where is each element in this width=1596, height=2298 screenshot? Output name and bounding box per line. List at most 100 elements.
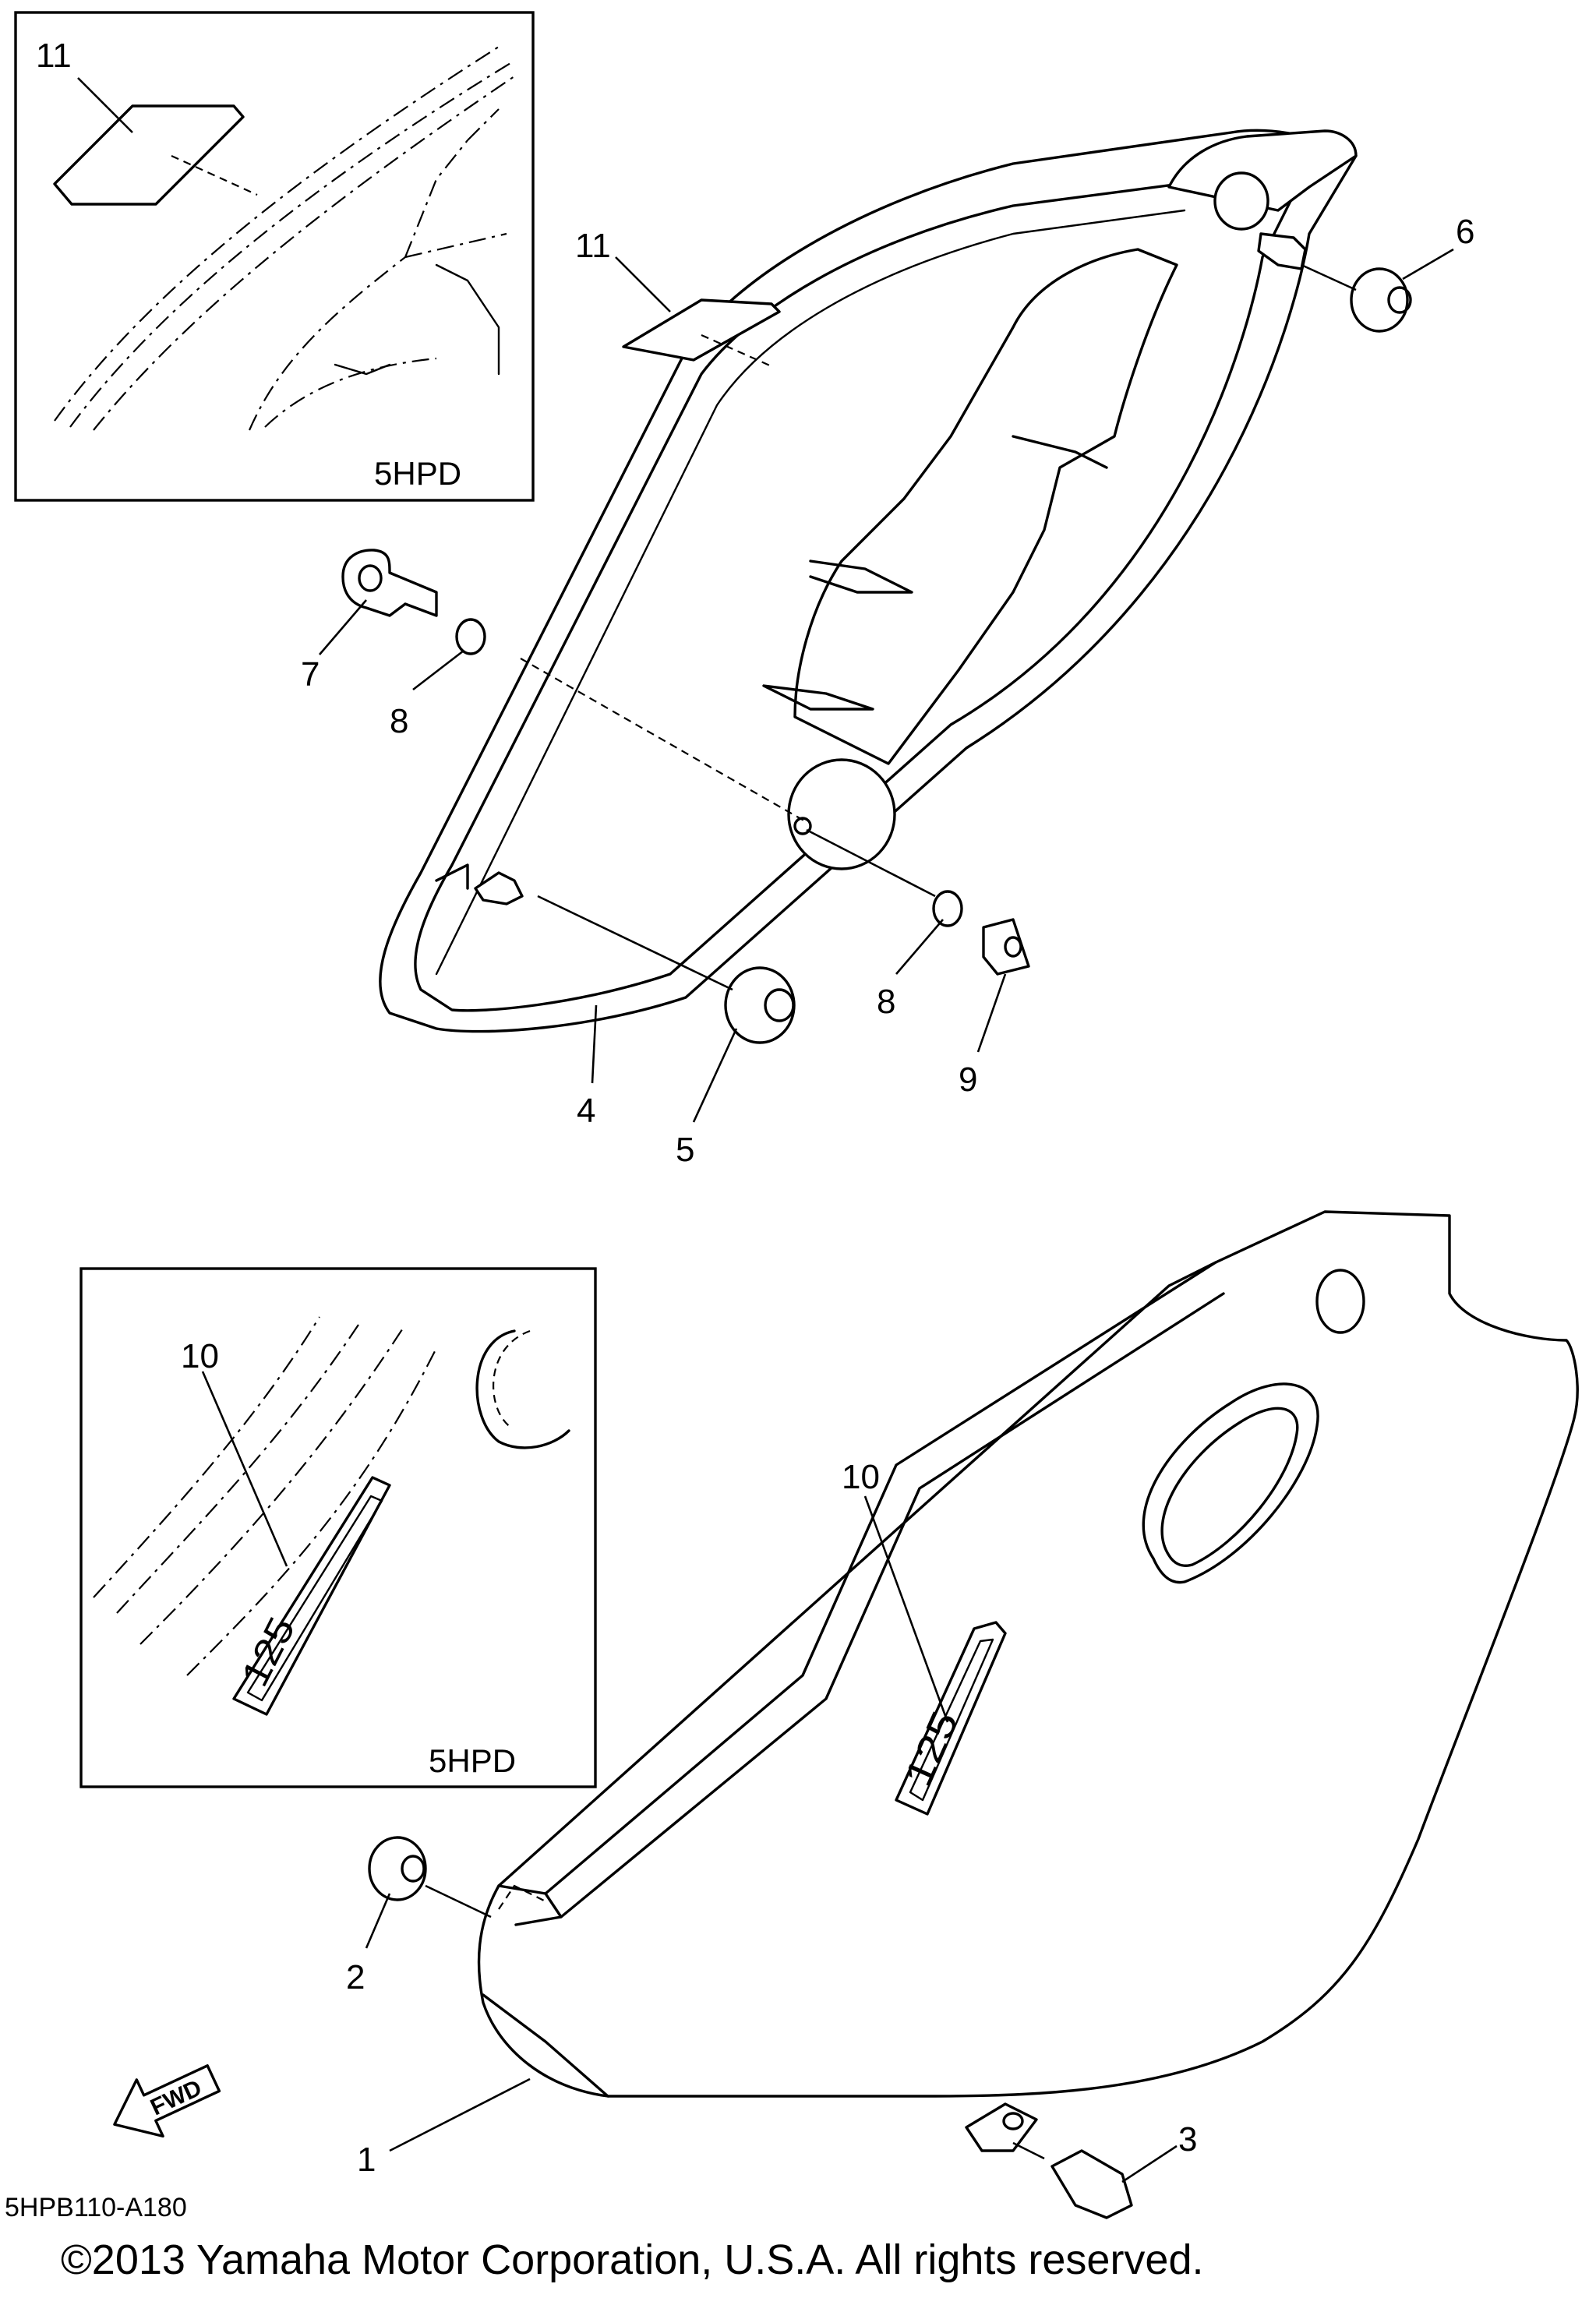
inner-cover-fin-1 <box>809 559 913 594</box>
leader-5 <box>692 1028 738 1123</box>
inner-cover-rim <box>379 129 1358 1033</box>
decal-10-inner <box>909 1638 994 1802</box>
inset-top-line-3 <box>93 76 515 431</box>
fwd-arrow-shape <box>113 2064 221 2138</box>
side-cover-window-outer <box>1142 1382 1319 1584</box>
decal-10-outline <box>895 1621 1007 1816</box>
side-cover-bevel-cap <box>544 1892 563 1919</box>
inner-cover-fin-3 <box>1012 435 1108 469</box>
callout-10: 10 <box>842 1458 880 1496</box>
washer-8-bottom <box>932 890 963 927</box>
inset-top-line-4 <box>248 256 406 431</box>
part-1-side-cover: 125 <box>477 1210 1579 2152</box>
callout-1: 1 <box>357 2141 376 2179</box>
inner-cover-damper-hole <box>793 817 812 835</box>
assembly-line-screw <box>520 658 807 823</box>
callout-8b: 8 <box>877 983 895 1021</box>
inner-cover-rib <box>435 209 1186 976</box>
leader-8a <box>412 649 464 691</box>
fwd-arrow: FWD <box>113 2064 221 2138</box>
inset-top: 11 5HPD <box>14 11 535 502</box>
leader-1 <box>389 2077 531 2152</box>
inset-top-callout-leader <box>77 77 133 133</box>
inset-decal-10-outline <box>232 1476 391 1716</box>
assembly-line-washer <box>806 828 936 898</box>
callouts-top: 6 7 8 8 9 4 5 11 <box>301 213 1474 1169</box>
side-cover-flange <box>482 1993 609 2098</box>
inset-top-edge <box>435 263 500 376</box>
inset-top-fin <box>334 363 391 376</box>
inset-top-line-6 <box>404 139 468 258</box>
loose-parts-bottom: FWD <box>113 1836 1133 2219</box>
callout-6: 6 <box>1456 213 1474 251</box>
leader-10 <box>863 1495 949 1723</box>
leader-4 <box>591 1004 598 1084</box>
inset-bottom-hook <box>475 1329 570 1449</box>
bolt-3 <box>1050 2149 1133 2219</box>
leader-2 <box>365 1893 391 1949</box>
grommet-2 <box>368 1836 427 1901</box>
screw-7 <box>341 549 438 617</box>
leader-9 <box>976 973 1007 1053</box>
grommet-6-hole <box>1387 286 1412 314</box>
leader-7 <box>319 599 367 655</box>
callout-9: 9 <box>959 1061 977 1099</box>
inset-bottom-callout: 10 <box>181 1337 219 1375</box>
grommet-6-link <box>1301 263 1357 291</box>
diagram-code: 5HPB110-A180 <box>5 2193 187 2222</box>
grommet-2-link <box>425 1884 492 1919</box>
inset-top-line-5 <box>404 232 507 259</box>
inset-bottom-frame <box>79 1267 597 1788</box>
callout-8a: 8 <box>390 702 408 740</box>
inner-cover-damper <box>787 758 896 870</box>
inset-decal-11 <box>53 104 245 206</box>
callout-11: 11 <box>575 227 611 265</box>
grommet-5-hole <box>764 988 795 1022</box>
inset-top-frame <box>14 11 535 502</box>
inner-cover-top-peg <box>1257 232 1307 270</box>
inset-decal-10-inner <box>246 1495 383 1702</box>
inner-cover-bottom-peg <box>474 871 524 905</box>
inset-top-decal-dash <box>171 154 258 196</box>
callout-7: 7 <box>301 655 320 694</box>
inset-top-line-1 <box>54 46 500 422</box>
side-cover-window-inner <box>1160 1407 1299 1567</box>
side-cover-body <box>477 1210 1579 2098</box>
inset-bottom-line-4 <box>186 1347 437 1676</box>
inset-top-label: 5HPD <box>374 455 461 492</box>
grommet-6 <box>1350 267 1409 333</box>
grommet-2-hole <box>401 1855 425 1883</box>
clip-nut-9-hole <box>1004 936 1022 958</box>
callout-2: 2 <box>346 1958 365 1996</box>
inner-cover-bottom-bracket <box>435 863 469 890</box>
inset-top-callout: 11 <box>36 37 72 75</box>
callout-5: 5 <box>676 1131 694 1169</box>
inset-bottom-callout-leader <box>201 1371 288 1567</box>
side-cover-bottom-tab-hole <box>1002 2112 1024 2130</box>
leader-3 <box>1121 2144 1178 2183</box>
inset-bottom-line-2 <box>116 1324 359 1614</box>
washer-8-top <box>455 618 486 655</box>
inner-cover-boss <box>793 248 1178 765</box>
callout-3: 3 <box>1178 2120 1197 2159</box>
side-cover-bevel-2 <box>514 1292 1225 1926</box>
assembly-line-grommet-5 <box>537 895 733 991</box>
side-cover-bevel-1 <box>497 1261 1217 1895</box>
inset-bottom-label: 5HPD <box>429 1742 516 1779</box>
bolt-3-link <box>1012 2141 1045 2160</box>
inset-top-line-7 <box>467 108 500 141</box>
part-4-inner-cover <box>379 129 1358 1033</box>
inset-bottom-line-3 <box>139 1324 406 1645</box>
side-cover-bottom-tab <box>965 2102 1038 2152</box>
loose-parts-top <box>341 263 1412 1044</box>
inset-bottom-hook-dash <box>493 1329 531 1428</box>
decal-11 <box>622 298 781 362</box>
copyright: ©2013 Yamaha Motor Corporation, U.S.A. A… <box>61 2236 1204 2283</box>
inset-top-line-2 <box>69 60 515 428</box>
side-cover-hole <box>1315 1269 1365 1334</box>
leader-8b <box>895 919 944 975</box>
callouts-bottom: 2 1 3 10 <box>346 1458 1197 2183</box>
leader-11 <box>615 256 671 312</box>
